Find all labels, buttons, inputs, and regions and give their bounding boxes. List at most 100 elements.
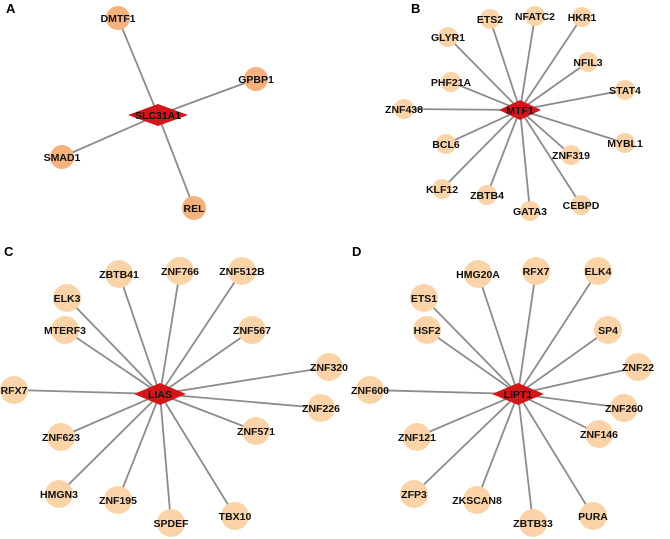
node-circle [579, 502, 607, 530]
target-node-nfil3[interactable]: NFIL3 [573, 52, 603, 72]
hub-node-lias[interactable]: LIAS [134, 383, 186, 405]
target-node-mybl1[interactable]: MYBL1 [607, 133, 643, 153]
edge-lipt1-hsf2 [426, 329, 519, 395]
edge-lipt1-zfp3 [413, 393, 519, 495]
target-node-elk3[interactable]: ELK3 [53, 284, 81, 312]
node-label: HKR1 [568, 12, 597, 24]
node-circle [520, 201, 540, 221]
target-node-rfx7[interactable]: RFX7 [522, 257, 550, 285]
target-node-smad1[interactable]: SMAD1 [44, 145, 81, 169]
edge-lias-znf226 [159, 393, 322, 409]
node-label: ZNF146 [580, 429, 618, 441]
target-node-zbtb4[interactable]: ZBTB4 [470, 185, 504, 205]
target-node-zfp3[interactable]: ZFP3 [400, 480, 428, 508]
edge-mtf1-glyr1 [447, 36, 521, 111]
edge-lipt1-sp4 [517, 329, 609, 395]
edge-lipt1-zbtb33 [517, 393, 534, 524]
node-circle [221, 502, 249, 530]
target-node-znf766[interactable]: ZNF766 [161, 257, 199, 285]
node-circle [166, 257, 194, 285]
hub-node-slc31a1[interactable]: SLC31A1 [128, 104, 188, 126]
node-label: ZBTB41 [99, 269, 139, 281]
node-label: ZNF438 [385, 104, 423, 116]
target-node-znf623[interactable]: ZNF623 [42, 423, 80, 451]
target-node-ets1[interactable]: ETS1 [410, 284, 438, 312]
target-node-znf22[interactable]: ZNF22 [622, 353, 654, 381]
hub-label: LIAS [148, 389, 172, 401]
target-node-sp4[interactable]: SP4 [594, 316, 622, 344]
target-node-rel[interactable]: REL [182, 196, 206, 220]
target-node-hkr1[interactable]: HKR1 [568, 7, 597, 27]
node-circle [438, 27, 458, 47]
node-label: KLF12 [426, 184, 458, 196]
target-node-znf121[interactable]: ZNF121 [398, 423, 436, 451]
target-node-znf226[interactable]: ZNF226 [302, 394, 340, 422]
hub-node-lipt1[interactable]: LIPT1 [492, 383, 544, 405]
node-circle [228, 257, 256, 285]
target-node-glyr1[interactable]: GLYR1 [431, 27, 465, 47]
target-node-bcl6[interactable]: BCL6 [432, 134, 460, 154]
panel-label: D [352, 244, 361, 259]
node-circle [400, 480, 428, 508]
target-node-zkscan8[interactable]: ZKSCAN8 [452, 486, 502, 514]
node-label: RFX7 [1, 385, 28, 397]
target-node-gata3[interactable]: GATA3 [513, 201, 547, 221]
target-node-mterf3[interactable]: MTERF3 [44, 316, 86, 344]
node-circle [104, 486, 132, 514]
target-node-znf600[interactable]: ZNF600 [351, 376, 389, 404]
node-circle [464, 260, 492, 288]
target-node-hsf2[interactable]: HSF2 [413, 316, 441, 344]
target-node-cebpd[interactable]: CEBPD [563, 195, 600, 215]
node-label: SPDEF [153, 518, 189, 530]
target-node-spdef[interactable]: SPDEF [153, 509, 189, 537]
node-circle [578, 52, 598, 72]
target-node-znf567[interactable]: ZNF567 [233, 316, 271, 344]
node-circle [615, 133, 635, 153]
node-circle [463, 486, 491, 514]
edge-lipt1-znf600 [369, 389, 519, 395]
node-label: ZNF22 [622, 362, 654, 374]
target-node-elk4[interactable]: ELK4 [584, 257, 612, 285]
target-node-phf21a[interactable]: PHF21A [431, 72, 472, 92]
target-node-znf260[interactable]: ZNF260 [605, 394, 643, 422]
target-node-znf438[interactable]: ZNF438 [385, 99, 423, 119]
node-circle [242, 417, 270, 445]
node-circle [47, 423, 75, 451]
node-label: SP4 [598, 325, 618, 337]
target-node-znf146[interactable]: ZNF146 [580, 420, 618, 448]
target-node-rfx7[interactable]: RFX7 [0, 376, 28, 404]
hub-diamond [128, 104, 188, 126]
target-node-hmgn3[interactable]: HMGN3 [40, 480, 78, 508]
target-node-gpbp1[interactable]: GPBP1 [238, 67, 274, 91]
target-node-nfatc2[interactable]: NFATC2 [515, 6, 555, 26]
node-label: NFATC2 [515, 11, 555, 23]
edge-lias-znf567 [159, 329, 253, 395]
target-node-pura[interactable]: PURA [578, 502, 608, 530]
target-node-zbtb33[interactable]: ZBTB33 [513, 509, 553, 537]
edge-lias-mterf3 [64, 329, 161, 395]
node-label: ZBTB33 [513, 518, 553, 530]
edge-lipt1-znf121 [416, 393, 519, 438]
node-label: ZNF766 [161, 266, 199, 278]
target-node-zbtb41[interactable]: ZBTB41 [99, 260, 139, 288]
target-node-znf571[interactable]: ZNF571 [237, 417, 275, 445]
target-node-klf12[interactable]: KLF12 [426, 179, 458, 199]
node-label: ZNF567 [233, 325, 271, 337]
edge-lias-znf512b [159, 270, 243, 395]
node-label: ZNF226 [302, 403, 340, 415]
node-label: STAT4 [609, 85, 641, 97]
edge-slc31a1-dmtf1 [117, 17, 159, 116]
target-node-znf320[interactable]: ZNF320 [310, 353, 348, 381]
target-node-hmg20a[interactable]: HMG20A [456, 260, 500, 288]
target-node-ets2[interactable]: ETS2 [477, 9, 503, 29]
target-node-stat4[interactable]: STAT4 [609, 80, 641, 100]
target-node-znf512b[interactable]: ZNF512B [219, 257, 265, 285]
node-circle [413, 316, 441, 344]
target-node-znf195[interactable]: ZNF195 [99, 486, 137, 514]
target-node-tbx10[interactable]: TBX10 [219, 502, 252, 530]
edge-slc31a1-smad1 [61, 114, 159, 158]
target-node-znf319[interactable]: ZNF319 [552, 145, 590, 165]
target-node-dmtf1[interactable]: DMTF1 [101, 6, 136, 30]
hub-node-mtf1[interactable]: MTF1 [499, 100, 541, 120]
